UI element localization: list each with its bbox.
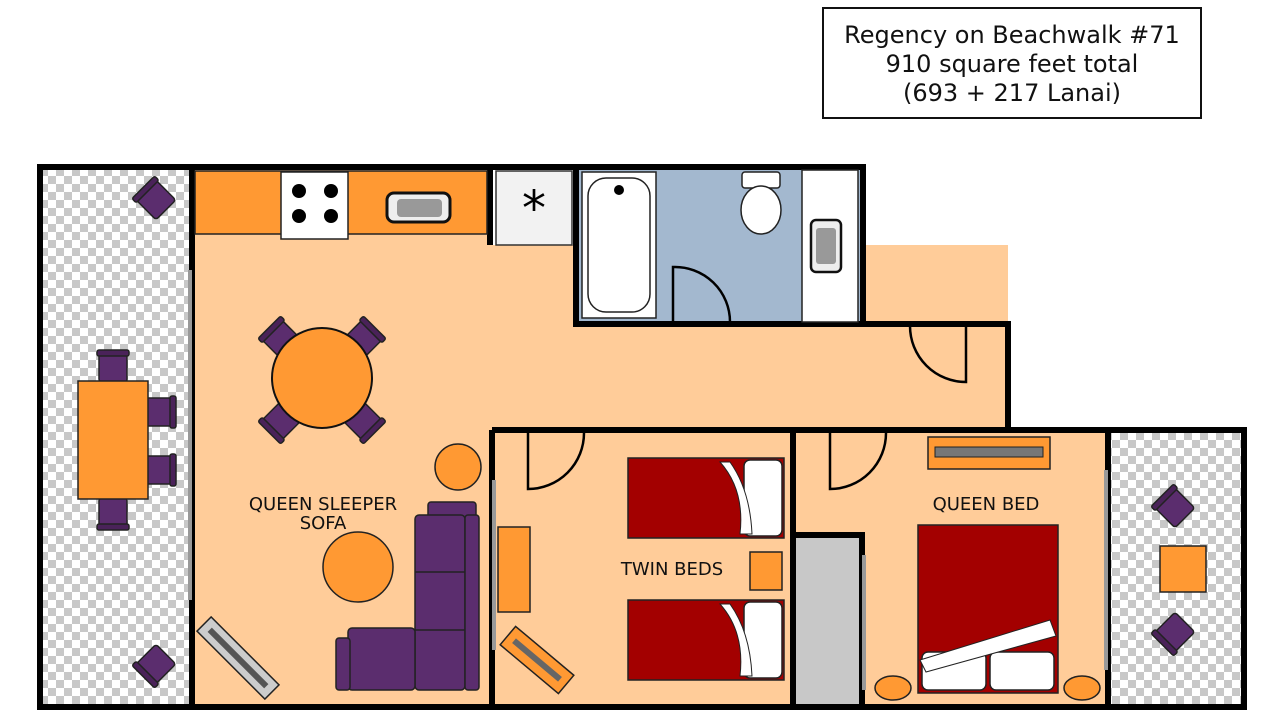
sleeper-sofa (335, 501, 480, 691)
nightstand (749, 551, 783, 591)
tv-stand-living (195, 615, 281, 701)
svg-text:*: * (522, 181, 546, 237)
living-room-label-2: SOFA (300, 513, 347, 534)
title-line-2: 910 square feet total (885, 50, 1139, 78)
bathroom-vanity (801, 169, 859, 323)
title-line-1: Regency on Beachwalk #71 (844, 21, 1180, 49)
title-line-3: (693 + 217 Lanai) (902, 79, 1121, 107)
title-box: Regency on Beachwalk #71 910 square feet… (822, 7, 1202, 119)
twin-bed-2 (627, 599, 785, 681)
stove (280, 171, 349, 240)
tv-stand-twin (499, 625, 575, 695)
queen-bedroom-label: QUEEN BED (933, 494, 1040, 515)
refrigerator: * (495, 170, 573, 246)
twin-bed-1 (627, 457, 785, 539)
swing-doors (526, 265, 968, 491)
nightstand-left (874, 675, 912, 701)
toilet (740, 171, 782, 235)
kitchen-sink (385, 191, 452, 224)
sliding-doors (188, 270, 1108, 690)
coffee-table (322, 531, 394, 603)
nightstand-right (1063, 675, 1101, 701)
desk (497, 526, 531, 613)
bathtub (581, 171, 657, 319)
lanai-table-right (1159, 545, 1207, 593)
twin-bedroom-label: TWIN BEDS (620, 559, 723, 580)
lanai-table-left (77, 380, 149, 500)
closet (795, 535, 862, 705)
dresser (927, 436, 1051, 470)
queen-bed (917, 524, 1059, 694)
living-room-label-1: QUEEN SLEEPER (249, 494, 397, 515)
dining-table (271, 327, 373, 429)
side-table (434, 443, 482, 491)
